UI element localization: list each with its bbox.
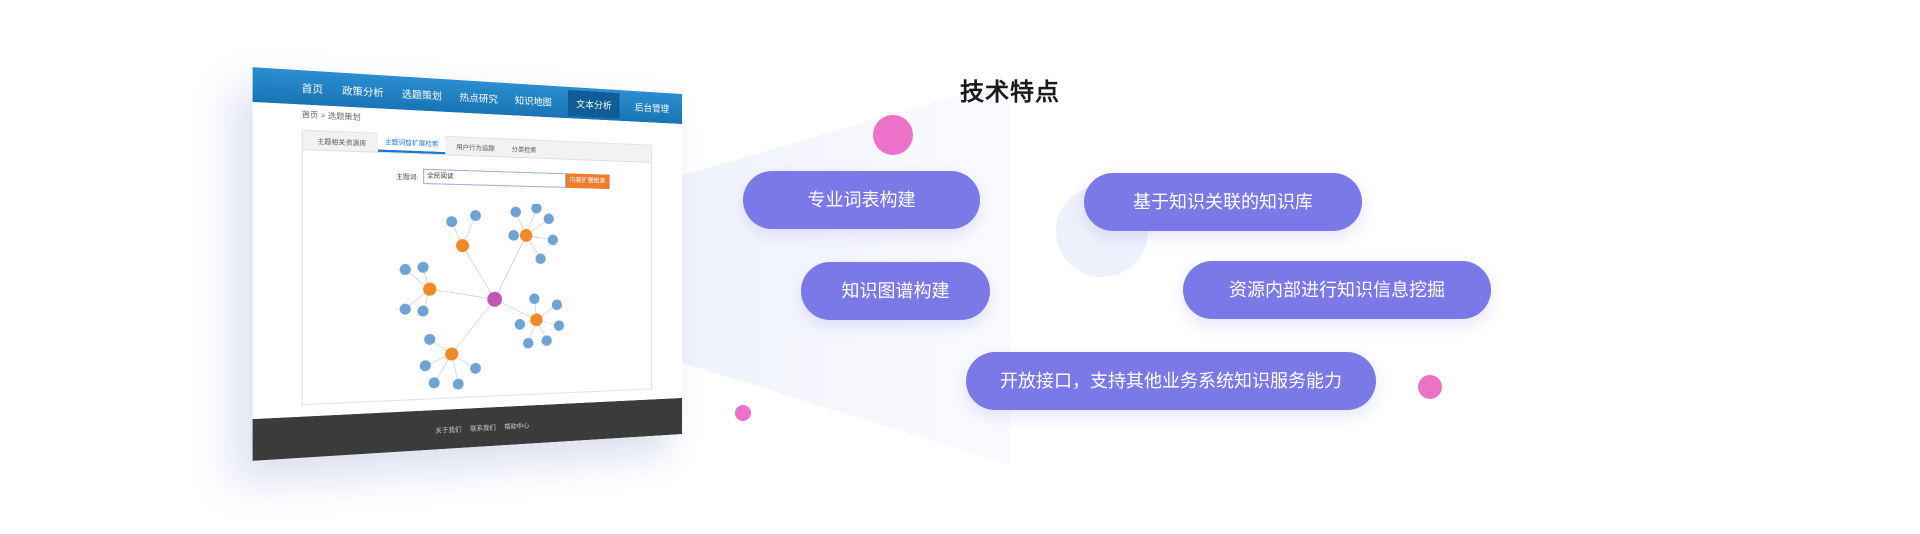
decor-dot (735, 405, 751, 421)
feature-pill-vocabulary: 专业词表构建 (743, 171, 980, 229)
mockup-nav-item-active: 文本分析 (568, 89, 620, 119)
feature-pill-knowledge-graph: 知识图谱构建 (801, 262, 990, 320)
mockup-knowledge-graph (399, 202, 564, 390)
feature-pill-knowledge-base: 基于知识关联的知识库 (1084, 173, 1362, 231)
mockup-search-label: 主题词: (396, 173, 419, 182)
mockup-search: 主题词: 全民阅读 内容扩展检索 (396, 168, 610, 190)
mockup-tab: 分类检索 (511, 147, 537, 155)
decor-dot (873, 115, 913, 155)
mockup-search-input: 全民阅读 (422, 168, 566, 188)
mockup-content-panel: 主题相关资源库 主题词智扩展检索 用户行为追踪 分类检索 主题词: 全民阅读 内… (301, 129, 653, 406)
section-title: 技术特点 (960, 77, 1060, 106)
mockup-nav-item: 知识地图 (514, 94, 552, 108)
mockup-nav-item: 选题策划 (401, 88, 442, 102)
mockup-tab-active: 主题词智扩展检索 (377, 132, 446, 155)
mockup-search-button: 内容扩展检索 (565, 173, 610, 190)
feature-pill-info-mining: 资源内部进行知识信息挖掘 (1183, 261, 1491, 319)
mockup-tab: 用户行为追踪 (456, 144, 495, 153)
mockup-tab: 主题相关资源库 (317, 139, 367, 148)
mockup-nav-item: 首页 (301, 82, 324, 95)
mockup-nav-item: 政策分析 (342, 84, 384, 99)
feature-pill-open-interface: 开放接口，支持其他业务系统知识服务能力 (966, 352, 1376, 410)
mockup-footer-link: 关于我们 (435, 426, 462, 435)
mockup-nav-item: 后台管理 (634, 101, 670, 114)
mockup-footer-link: 联系我们 (470, 424, 496, 433)
mockup-nav-item: 热点研究 (459, 91, 498, 105)
decor-dot (1418, 375, 1442, 399)
product-screenshot: 首页 政策分析 选题策划 热点研究 知识地图 文本分析 后台管理 首页 > 选题… (252, 67, 682, 461)
mockup-footer-link: 帮助中心 (504, 422, 530, 431)
